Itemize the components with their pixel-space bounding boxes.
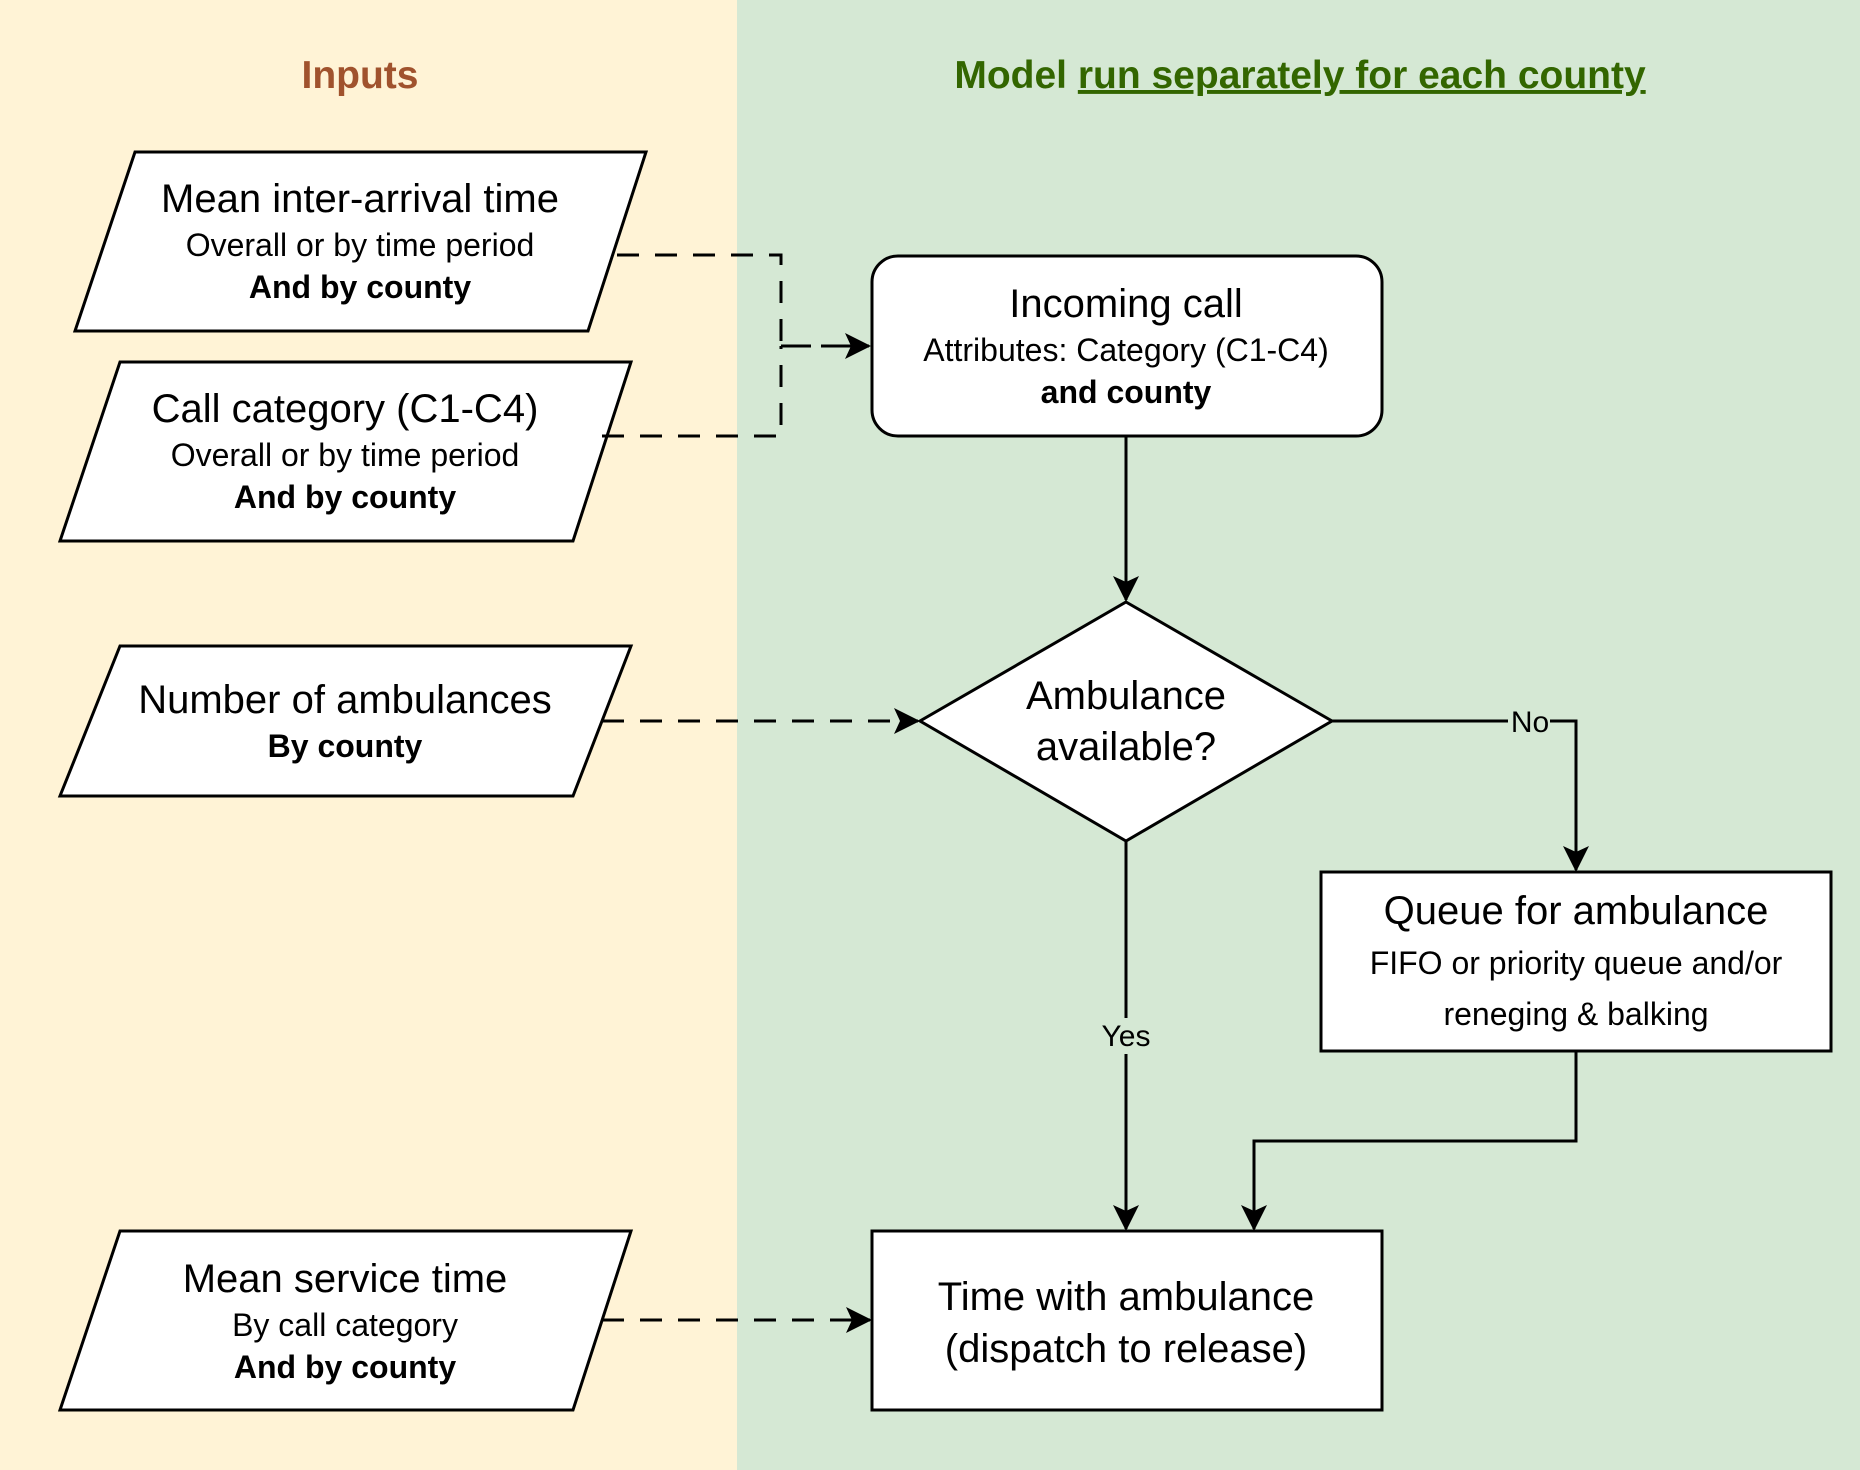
input-bold: And by county bbox=[234, 479, 456, 515]
queue-for-ambulance-node: Queue for ambulance FIFO or priority que… bbox=[1319, 870, 1833, 1053]
edge-no-branch bbox=[1332, 719, 1589, 872]
dashed-connector-category bbox=[602, 346, 783, 438]
input-subtitle: Overall or by time period bbox=[186, 227, 535, 263]
yes-label-bg bbox=[1095, 1018, 1157, 1054]
input-subtitle: Overall or by time period bbox=[171, 437, 520, 473]
service-line2: (dispatch to release) bbox=[945, 1327, 1307, 1371]
input-mean-service-time: Mean service time By call category And b… bbox=[57, 1229, 634, 1412]
decision-line1: Ambulance bbox=[1026, 674, 1226, 718]
incoming-call-node: Incoming call Attributes: Category (C1-C… bbox=[870, 254, 1384, 438]
input-subtitle: By call category bbox=[232, 1307, 458, 1343]
decision-ambulance-available: Ambulance available? bbox=[917, 600, 1335, 843]
decision-line2: available? bbox=[1036, 725, 1216, 769]
input-bold: And by county bbox=[249, 269, 471, 305]
incoming-call-title: Incoming call bbox=[1009, 282, 1242, 326]
input-title: Mean service time bbox=[183, 1257, 508, 1301]
input-title: Mean inter-arrival time bbox=[161, 177, 559, 221]
input-title: Call category (C1-C4) bbox=[152, 387, 539, 431]
edge-label-yes: Yes bbox=[1102, 1020, 1151, 1053]
queue-line2: FIFO or priority queue and/or bbox=[1370, 945, 1783, 981]
model-title-underlined: run separately for each county bbox=[1078, 54, 1646, 97]
edge-label-no: No bbox=[1511, 706, 1549, 739]
model-title-prefix: Model bbox=[954, 54, 1078, 97]
queue-line3: reneging & balking bbox=[1443, 996, 1708, 1032]
input-call-category: Call category (C1-C4) Overall or by time… bbox=[57, 360, 634, 543]
service-line1: Time with ambulance bbox=[938, 1275, 1314, 1319]
inputs-lane-title: Inputs bbox=[302, 54, 419, 97]
input-number-of-ambulances: Number of ambulances By county bbox=[57, 644, 634, 798]
input-title: Number of ambulances bbox=[138, 678, 552, 722]
queue-title: Queue for ambulance bbox=[1384, 889, 1769, 933]
input-bold: By county bbox=[268, 728, 423, 764]
input-bold: And by county bbox=[234, 1349, 456, 1385]
model-lane-title: Model run separately for each county bbox=[954, 54, 1646, 97]
dashed-connector-interarrival bbox=[617, 253, 783, 346]
edge-queue-to-service bbox=[1241, 1051, 1578, 1231]
no-label-bg bbox=[1508, 704, 1550, 738]
incoming-call-subtitle: Attributes: Category (C1-C4) bbox=[923, 332, 1328, 368]
incoming-call-bold: and county bbox=[1041, 374, 1212, 410]
input-mean-inter-arrival-time: Mean inter-arrival time Overall or by ti… bbox=[72, 150, 649, 333]
time-with-ambulance-node: Time with ambulance (dispatch to release… bbox=[870, 1229, 1384, 1412]
